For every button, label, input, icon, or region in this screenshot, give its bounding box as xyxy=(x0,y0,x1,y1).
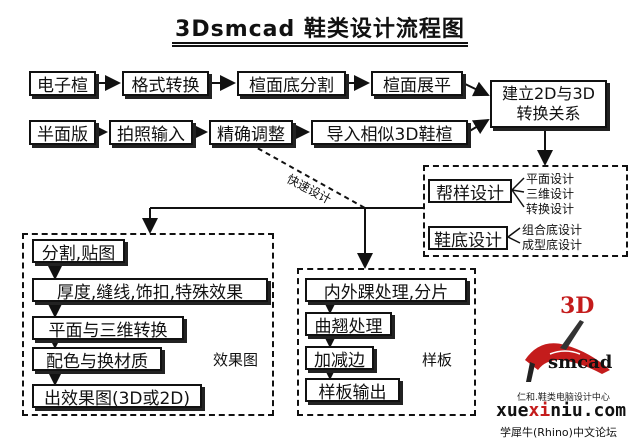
title-underline-2 xyxy=(172,45,468,47)
upper-sub-3d: 三维设计 xyxy=(526,187,575,201)
page-title: 3Dsmcad 鞋类设计流程图 xyxy=(175,17,465,42)
upper-sub-convert: 转换设计 xyxy=(526,202,575,216)
logo-name: smcad xyxy=(548,352,613,373)
box-color-material: 配色与换材质 xyxy=(32,347,162,372)
site-url-post: niu.com xyxy=(550,400,627,421)
box-half-pattern: 半面版 xyxy=(29,120,96,145)
box-electronic-last: 电子楦 xyxy=(29,71,96,96)
upper-sub-plane: 平面设计 xyxy=(526,172,575,186)
effect-group-label: 效果图 xyxy=(213,351,259,369)
box-establish-relation: 建立2D与3D 转换关系 xyxy=(490,80,607,128)
arrow-row1-4 xyxy=(462,81,490,97)
sole-sub-combo: 组合底设计 xyxy=(522,223,583,237)
site-url-hl: xi xyxy=(528,400,551,421)
sole-sub-molded: 成型底设计 xyxy=(522,238,583,252)
branch-sole-1 xyxy=(507,227,521,238)
site-url-pre: xue xyxy=(496,400,529,421)
box-split-texture: 分割,贴图 xyxy=(32,239,125,264)
design-group xyxy=(423,165,628,257)
box-ankle-split: 内外踝处理,分片 xyxy=(305,278,467,303)
box-sole-design: 鞋底设计 xyxy=(428,226,508,251)
box-edge-adjust: 加减边 xyxy=(305,346,374,371)
pattern-group xyxy=(297,268,476,416)
arrow-row2-4 xyxy=(467,118,490,135)
box-import-3d-last: 导入相似3D鞋楦 xyxy=(311,120,468,145)
establish-line-1: 建立2D与3D xyxy=(501,84,595,103)
forum-name: 学犀牛(Rhino)中文论坛 xyxy=(500,426,617,439)
branch-upper-3 xyxy=(511,189,525,208)
shortcut-line xyxy=(249,143,366,209)
shoe-logo-icon xyxy=(525,320,610,382)
company-name: 仁和.鞋类电脑设计中心 xyxy=(517,393,610,403)
branch-upper-2 xyxy=(511,189,525,193)
box-last-flatten: 楦面展平 xyxy=(371,71,463,96)
branch-upper-1 xyxy=(511,177,525,191)
box-thickness-stitch: 厚度,缝线,饰扣,特殊效果 xyxy=(32,278,268,303)
box-last-split: 楦面底分割 xyxy=(237,71,346,96)
box-photo-input: 拍照输入 xyxy=(109,120,193,145)
box-warp-process: 曲翘处理 xyxy=(305,312,392,337)
box-plane-3d-convert: 平面与三维转换 xyxy=(32,316,184,341)
branch-sole-2 xyxy=(507,236,521,244)
box-precise-adjust: 精确调整 xyxy=(209,120,293,145)
pattern-group-label: 样板 xyxy=(422,351,453,369)
effect-group xyxy=(22,233,274,416)
logo-mark: 3D xyxy=(560,293,595,319)
title-underline xyxy=(172,42,468,44)
box-output-render: 出效果图(3D或2D) xyxy=(32,384,202,409)
box-upper-design: 帮样设计 xyxy=(428,179,512,204)
box-format-convert: 格式转换 xyxy=(122,71,209,96)
establish-line-2: 转换关系 xyxy=(516,104,581,123)
site-url[interactable]: xuexiniu.com xyxy=(496,400,626,421)
box-pattern-output: 样板输出 xyxy=(305,378,400,403)
